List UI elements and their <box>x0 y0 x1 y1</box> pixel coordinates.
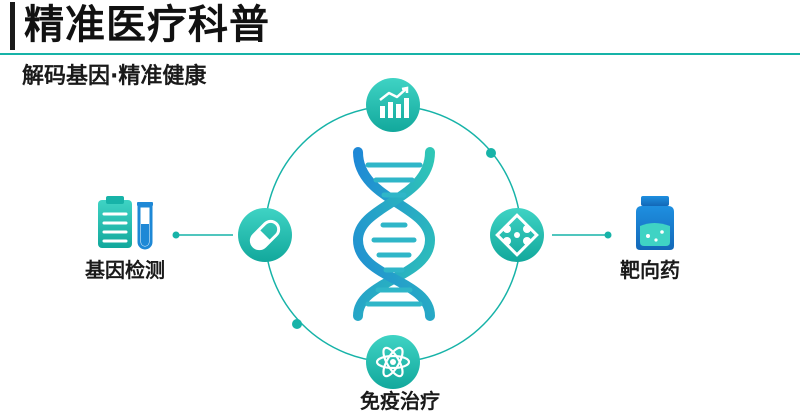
molecule-icon <box>495 213 539 257</box>
top-node <box>366 78 420 132</box>
label-gene-testing: 基因检测 <box>85 258 165 282</box>
connector-dot <box>604 231 612 239</box>
atom-icon <box>375 346 411 378</box>
connector-dot <box>172 231 180 239</box>
clipboard-test-tube-icon <box>98 196 153 250</box>
label-targeted-drug: 靶向药 <box>620 258 680 282</box>
right-node <box>490 208 544 262</box>
ring-dot <box>486 148 496 158</box>
growth-chart-icon <box>379 86 409 118</box>
label-immunotherapy: 免疫治疗 <box>360 389 440 413</box>
ring <box>264 105 522 363</box>
page-subtitle: 解码基因·精准健康 <box>22 64 207 89</box>
left-node <box>238 208 292 262</box>
title-divider <box>0 53 800 55</box>
dna-helix-icon <box>352 147 436 321</box>
bottom-node <box>366 335 420 389</box>
precision-medicine-diagram <box>98 78 674 389</box>
ring-dot <box>292 319 302 329</box>
medicine-bottle-icon <box>636 196 674 250</box>
title-accent-bar <box>10 2 15 50</box>
capsule-icon <box>249 219 281 251</box>
page-title: 精准医疗科普 <box>24 2 270 48</box>
